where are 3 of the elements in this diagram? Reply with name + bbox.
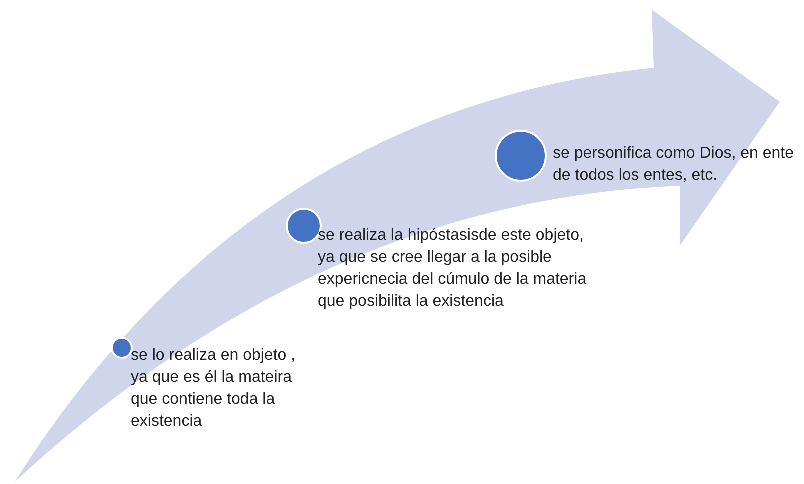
step-description: se realiza la hipóstasisde este objeto, ya que se cree llegar a la posible expericnecia del cúmulo de la materia que posibilita la existencia	[318, 226, 588, 312]
step-description: se personifica como Dios, en ente de todos los entes, etc.	[553, 144, 796, 186]
step-description: se lo realiza en objeto , ya que es él la mateira que contiene toda la existencia	[131, 346, 296, 432]
